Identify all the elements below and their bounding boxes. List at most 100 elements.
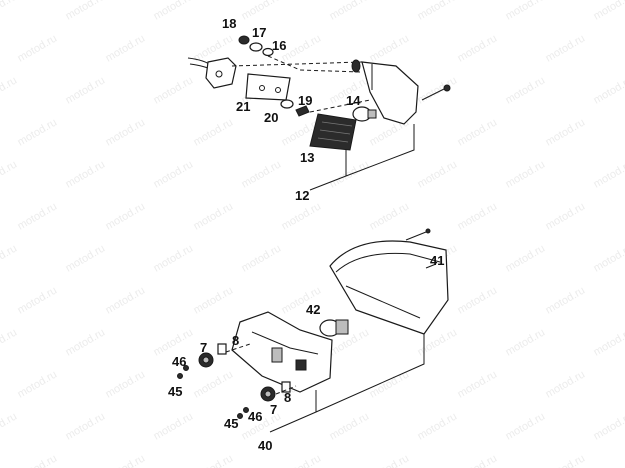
watermark-text: motod.ru (456, 116, 500, 148)
callout-45-left: 45 (168, 384, 182, 399)
bulb-42-base (335, 319, 349, 335)
watermark-text: motod.ru (592, 326, 625, 358)
watermark-text: motod.ru (592, 410, 625, 442)
watermark-text: motod.ru (592, 158, 625, 190)
housing-stud (351, 59, 361, 73)
watermark-text: motod.ru (504, 326, 548, 358)
watermark-text: motod.ru (504, 242, 548, 274)
callout-labels: 18 17 16 21 20 19 14 13 12 41 42 7 8 46 … (168, 16, 444, 453)
watermark-text: motod.ru (0, 0, 19, 23)
washer-17 (249, 42, 263, 52)
watermark-text: motod.ru (16, 116, 60, 148)
lens-bottom-edge (345, 285, 421, 319)
watermark-text: motod.ru (16, 368, 60, 400)
watermark-text: motod.ru (328, 410, 372, 442)
callout-41: 41 (430, 253, 444, 268)
nut-46-left (183, 365, 189, 371)
watermark-text: motod.ru (504, 410, 548, 442)
grommet-7-left-hole (202, 356, 210, 364)
watermark-text: motod.ru (544, 200, 588, 232)
spacer-8-left (217, 343, 227, 355)
watermark-text: motod.ru (368, 452, 412, 468)
align-line-4 (225, 343, 251, 353)
watermark-text: motod.ru (544, 284, 588, 316)
watermark-text: motod.ru (504, 158, 548, 190)
watermark-text: motod.ru (240, 0, 284, 23)
leader-12-b (345, 124, 415, 177)
callout-8-left: 8 (232, 333, 239, 348)
watermark-text: motod.ru (16, 200, 60, 232)
callout-16: 16 (272, 38, 286, 53)
callout-46-left: 46 (172, 354, 186, 369)
watermark-text: motod.ru (280, 452, 324, 468)
washer-45-left (177, 373, 183, 379)
callout-13: 13 (300, 150, 314, 165)
watermark-text: motod.ru (192, 284, 236, 316)
watermark-text: motod.ru (16, 284, 60, 316)
watermark-text: motod.ru (192, 116, 236, 148)
mounting-plate (245, 73, 291, 101)
bracket-hole (215, 70, 223, 78)
watermark-text: motod.ru (544, 116, 588, 148)
signal-housing (361, 61, 419, 125)
align-line-1 (231, 61, 363, 67)
watermark-text: motod.ru (592, 0, 625, 23)
watermark-text: motod.ru (456, 32, 500, 64)
tail-light-assembly (177, 228, 449, 433)
nut-46-right (243, 407, 249, 413)
washer-16 (262, 47, 274, 57)
watermark-text: motod.ru (416, 410, 460, 442)
bolt-19 (295, 105, 310, 117)
watermark-text: motod.ru (64, 158, 108, 190)
watermark-text: motod.ru (64, 410, 108, 442)
callout-14: 14 (346, 93, 361, 108)
watermark-text: motod.ru (152, 242, 196, 274)
watermark-text: motod.ru (16, 452, 60, 468)
screw-head (443, 84, 451, 92)
watermark-text: motod.ru (0, 410, 19, 442)
watermark-text: motod.ru (104, 116, 148, 148)
lens-screw-head (425, 228, 431, 234)
watermark-text: motod.ru (104, 200, 148, 232)
watermark-text: motod.ru (64, 242, 108, 274)
watermark-text: motod.ru (64, 326, 108, 358)
watermark-text: motod.ru (368, 368, 412, 400)
watermark-text: motod.ru (592, 242, 625, 274)
watermark-text: motod.ru (544, 368, 588, 400)
watermark-text: motod.ru (152, 0, 196, 23)
watermark-text: motod.ru (592, 74, 625, 106)
watermark-text: motod.ru (368, 32, 412, 64)
watermark-text: motod.ru (192, 452, 236, 468)
bulb-base (367, 109, 377, 119)
housing-ridge (251, 331, 319, 355)
watermark-text: motod.ru (456, 200, 500, 232)
watermark-text: motod.ru (240, 242, 284, 274)
watermark-text: motod.ru (504, 74, 548, 106)
spacer-8-right (281, 381, 291, 393)
callout-17: 17 (252, 25, 266, 40)
watermark-text: motod.ru (240, 158, 284, 190)
callout-42: 42 (306, 302, 320, 317)
plate-hole-1 (259, 85, 265, 91)
watermark-text: motod.ru (104, 284, 148, 316)
washer-20 (280, 99, 294, 109)
washer-45-right (237, 413, 243, 419)
grommet-7-right-hole (264, 390, 272, 398)
align-line-3 (309, 99, 371, 113)
watermark-text: motod.ru (0, 326, 19, 358)
plate-hole-2 (275, 87, 281, 93)
lens-inner-edge (335, 252, 441, 273)
lens-screw (405, 231, 427, 241)
callout-40: 40 (258, 438, 272, 453)
watermark-text: motod.ru (64, 0, 108, 23)
watermark-text: motod.ru (504, 0, 548, 23)
callout-45-right: 45 (224, 416, 238, 431)
watermark-text: motod.ru (152, 158, 196, 190)
callout-46-right: 46 (248, 409, 262, 424)
callout-8-right: 8 (284, 390, 291, 405)
lens-texture (317, 121, 353, 143)
watermark-text: motod.ru (0, 242, 19, 274)
